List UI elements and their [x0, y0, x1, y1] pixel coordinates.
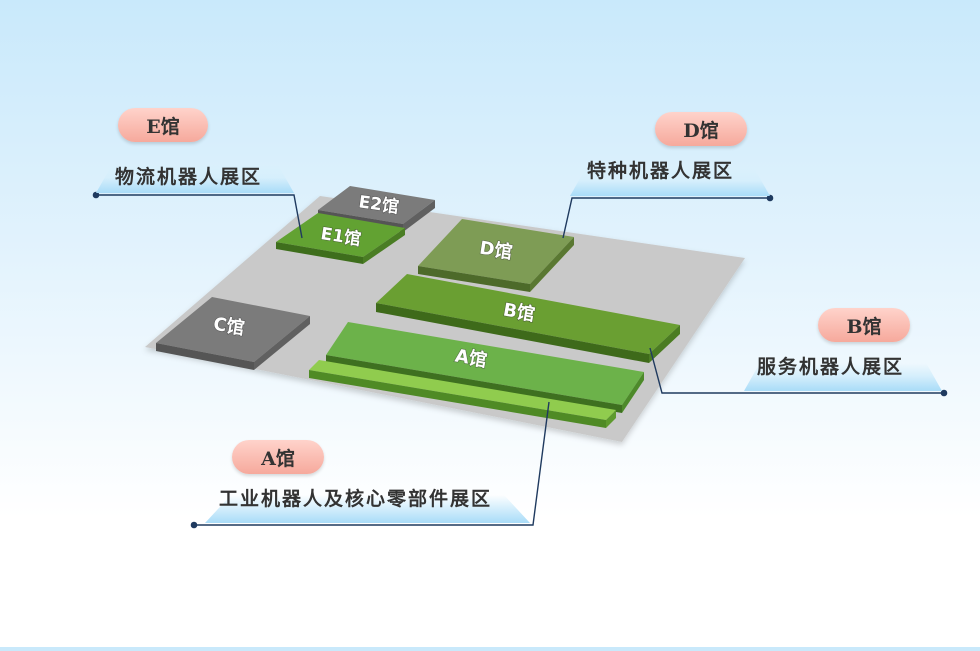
label-band-a: [205, 495, 530, 523]
callout-line-a: [194, 401, 550, 526]
callout-line-b: [649, 347, 944, 394]
hall-c[interactable]: C馆: [156, 297, 310, 370]
label-hall-e: 物流机器人展区: [115, 166, 263, 188]
label-band-d: [570, 168, 770, 196]
badge-hall-d-text: D馆: [683, 119, 719, 142]
badge-hall-b: B馆: [818, 308, 910, 342]
badge-hall-a: A馆: [232, 440, 324, 474]
badge-hall-b-text: B馆: [846, 315, 882, 338]
badge-hall-e-text: E馆: [146, 115, 180, 138]
callout-line-d: [562, 197, 770, 239]
badge-hall-e: E馆: [118, 108, 208, 142]
badge-hall-a-text: A馆: [261, 447, 295, 470]
hall-d[interactable]: D馆: [418, 219, 574, 292]
hall-b[interactable]: B馆: [376, 274, 680, 363]
label-band-e: [96, 165, 294, 193]
callout-line-e: [96, 194, 303, 239]
badge-hall-d: D馆: [655, 112, 747, 146]
label-hall-a: 工业机器人及核心零部件展区: [219, 488, 493, 510]
label-hall-b: 服务机器人展区: [757, 356, 905, 378]
label-band-b: [744, 363, 942, 391]
hall-a-strip[interactable]: [309, 360, 616, 428]
hall-a-label: A馆: [453, 344, 488, 371]
hall-e1[interactable]: E1馆: [276, 213, 405, 264]
label-hall-d: 特种机器人展区: [587, 160, 735, 182]
hall-a[interactable]: A馆: [326, 322, 644, 413]
callout-lines: [92, 191, 948, 529]
